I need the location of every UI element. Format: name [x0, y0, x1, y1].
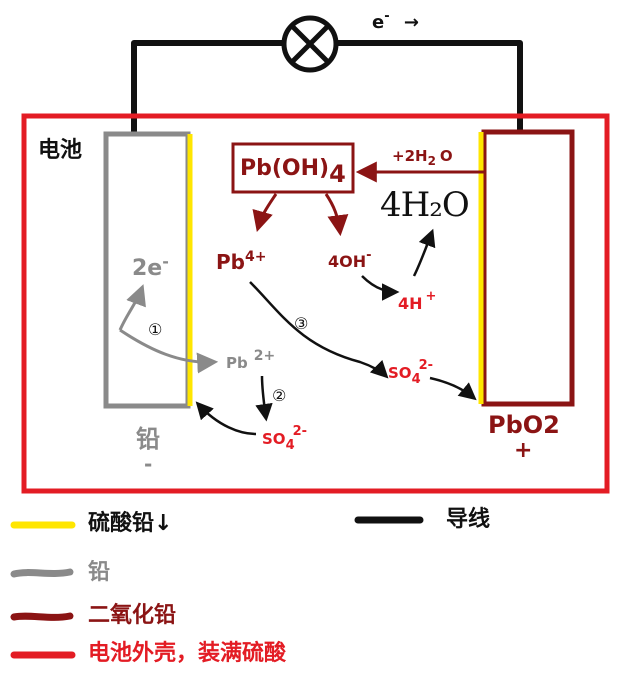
arrow-so4-to-pbo2 [429, 376, 477, 401]
pboh4-box [231, 142, 355, 194]
arrow-lead-to-pb2 [119, 328, 219, 374]
step-2-marker: ② [272, 386, 287, 405]
electron-flow-label: e- → [372, 9, 419, 33]
arrow-pboh4-to-oh [324, 193, 349, 237]
legend-line-pbo2 [10, 612, 74, 621]
step-3-marker: ③ [294, 314, 309, 333]
pbo2-electrode [481, 129, 575, 407]
anode-sign: - [144, 452, 153, 476]
legend-line-lead [10, 568, 74, 578]
sulfate-left-label: SO42- [262, 424, 308, 453]
legend-lead: 铅 [88, 560, 111, 585]
legend-wire: 导线 [446, 507, 491, 532]
legend-casing: 电池外壳，装满硫酸 [88, 641, 287, 666]
arrow-so4-to-lead [195, 401, 257, 436]
lamp-icon [281, 15, 339, 73]
wire [131, 40, 523, 134]
cell-label: 电池 [38, 138, 83, 163]
water-product-handwritten: 4H₂O [380, 185, 470, 225]
arrow-pb2-to-so4 [255, 375, 273, 422]
arrow-pboh4-to-pb4 [252, 193, 278, 233]
cathode-name: PbO2 [488, 411, 560, 439]
hydrogen-ion-label: 4H+ [398, 289, 437, 313]
hydroxide-label: 4OH- [328, 248, 372, 271]
legend-pbo2: 二氧化铅 [88, 603, 177, 628]
arrow-oh-to-h [361, 275, 400, 301]
cathode-sign: + [514, 438, 533, 463]
step-1-marker: ① [148, 320, 163, 339]
sulfate-right-label: SO42- [388, 358, 434, 387]
pboh4-label: Pb(OH)4 [240, 156, 346, 188]
arrow-lead-to-2e [118, 284, 146, 331]
battery-casing [21, 113, 610, 494]
arrow-pb4-to-so4 [249, 281, 389, 379]
electrons-label: 2e- [132, 252, 169, 281]
pb4-label: Pb4+ [216, 249, 267, 274]
anode-name: 铅 [136, 425, 160, 453]
arrow-h-to-h2o [412, 228, 436, 277]
legend-lead-sulfate: 硫酸铅↓ [88, 511, 173, 536]
